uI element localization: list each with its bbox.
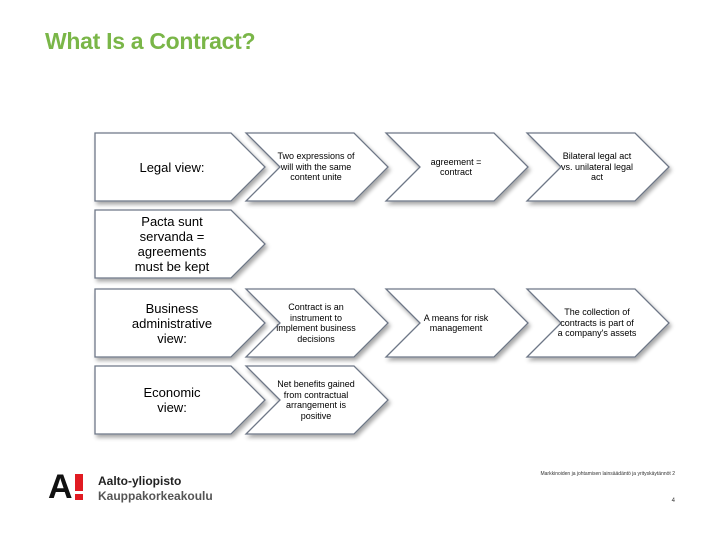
svg-text:A: A [48,470,73,502]
chevron-item-label: A means for risk management [423,312,489,334]
chevron-item-label: Two expressions of will with the same co… [277,151,355,183]
chevron-item-shape [244,288,389,358]
chevron-item-shape [525,132,670,202]
chevron-item-shape [244,132,389,202]
chevron-head-shape [94,132,266,202]
chevron-item-shape [384,132,529,202]
slide-title: What Is a Contract? [45,28,256,54]
chevron-item-label: Contract is an instrument to implement b… [276,302,356,344]
logo-line1: Aalto-yliopisto [98,474,182,488]
chevron-head-label: Pacta sunt servanda = agreements must be… [134,214,210,274]
chevron-head-label: Legal view: [139,159,205,175]
chevron-head-label: Business administrative view: [131,300,213,346]
chevron-item-label: Net benefits gained from contractual arr… [277,379,355,421]
chevron-item-label: The collection of contracts is part of a… [557,307,637,339]
chevron-head-shape [94,209,266,279]
chevron-head-label: Economic view: [143,385,201,415]
chevron-item-shape [525,288,670,358]
page-number: 4 [671,498,675,504]
chevron-head-shape [94,365,266,435]
footer-note: Markkinoiden ja johtamisen lainsäädäntö … [540,471,675,477]
chevron-head-shape [94,288,266,358]
chevron-item-shape [244,365,389,435]
aalto-logo-icon: A [48,470,83,502]
chevron-item-label: Bilateral legal act vs. unilateral legal… [560,151,634,183]
chevron-item-label: agreement = contract [430,156,482,178]
logo-line2: Kauppakorkeakoulu [98,489,213,503]
chevron-item-shape [384,288,529,358]
